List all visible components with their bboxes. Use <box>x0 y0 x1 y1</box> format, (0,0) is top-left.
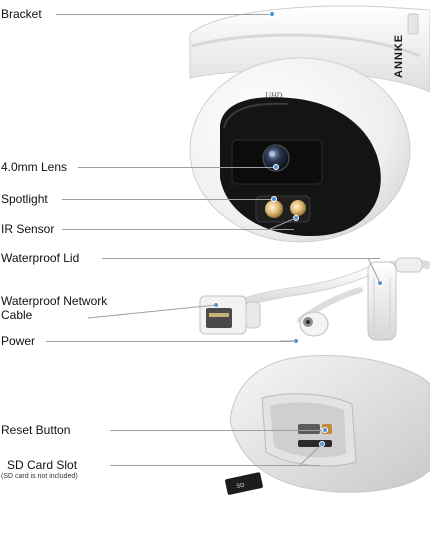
pointer-ir-sensor <box>294 216 298 220</box>
leader-power <box>46 341 294 342</box>
pointer-network-cable <box>214 303 218 307</box>
pointer-sd-card-slot <box>320 442 324 446</box>
leader-bracket <box>56 14 270 15</box>
leader-reset-button <box>110 430 324 431</box>
pointer-spotlight <box>272 197 276 201</box>
label-waterproof-lid: Waterproof Lid <box>1 251 80 265</box>
label-lens: 4.0mm Lens <box>1 160 68 174</box>
lens <box>262 144 290 172</box>
label-network-cable-line1: Waterproof Network <box>1 294 108 308</box>
svg-text:SD: SD <box>236 482 246 490</box>
leader-ir-sensor <box>62 229 294 230</box>
sd-slot-part <box>298 440 332 447</box>
label-network-cable-line2: Cable <box>1 308 33 322</box>
label-sd-card-slot: SD Card Slot <box>7 458 78 472</box>
pointer-power <box>294 339 298 343</box>
network-jack <box>199 295 261 335</box>
label-ir-sensor: IR Sensor <box>1 222 55 236</box>
cable-assembly <box>199 257 430 341</box>
leader-sd-card-slot <box>110 465 320 466</box>
pointer-lens <box>274 165 278 169</box>
waterproof-lid <box>367 261 397 341</box>
pointer-bracket <box>270 12 274 16</box>
sd-card-note: (SD card is not included) <box>1 473 78 480</box>
label-bracket: Bracket <box>1 7 42 21</box>
spotlight-led <box>265 200 283 218</box>
camera-bottom-view: SD <box>225 354 430 495</box>
label-spotlight: Spotlight <box>1 192 48 206</box>
sd-card: SD <box>225 472 263 495</box>
leader-lens <box>78 167 274 168</box>
leader-spotlight <box>62 199 272 200</box>
label-power: Power <box>1 334 36 348</box>
leader-waterproof-lid <box>102 258 380 259</box>
power-connector <box>299 311 329 337</box>
pointer-reset-button <box>323 428 327 432</box>
label-reset-button: Reset Button <box>1 423 71 437</box>
bracket-clip <box>407 13 419 35</box>
uhd-badge: UHD <box>265 91 283 100</box>
reset-button-part <box>298 424 320 434</box>
turret-camera: ANNKE UHD <box>189 5 430 243</box>
pointer-waterproof-lid <box>378 281 382 285</box>
brand-logo: ANNKE <box>393 34 405 78</box>
ir-led <box>290 200 306 216</box>
